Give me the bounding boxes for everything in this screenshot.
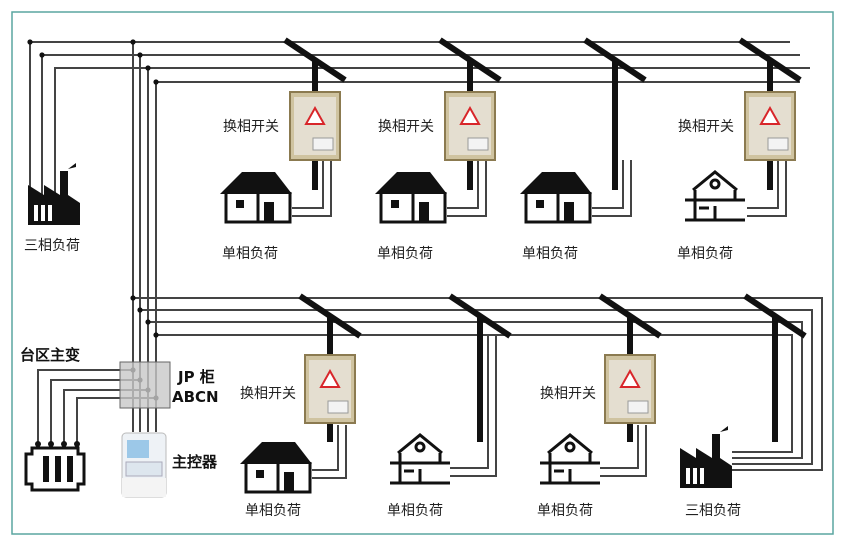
junction-dot bbox=[130, 295, 136, 301]
phase-switch-label: 换相开关 bbox=[223, 118, 279, 135]
single-phase-load-label: 单相负荷 bbox=[677, 246, 733, 262]
wire bbox=[50, 379, 140, 442]
jp-cabinet bbox=[119, 361, 171, 409]
wire bbox=[133, 297, 823, 471]
wire bbox=[600, 425, 647, 477]
junction-dot bbox=[137, 52, 143, 58]
three-phase-load-label: 三相负荷 bbox=[24, 238, 80, 254]
single-phase-load-label: 单相负荷 bbox=[245, 503, 301, 519]
main-controller-label: 主控器 bbox=[172, 453, 218, 471]
bus-wires bbox=[27, 39, 823, 479]
two-story-house-icon bbox=[685, 170, 745, 222]
wire bbox=[312, 425, 347, 479]
two-story-house-icon bbox=[540, 433, 600, 485]
phase-switch-box bbox=[744, 91, 796, 161]
junction-dot bbox=[145, 319, 151, 325]
phase-switch-box bbox=[604, 354, 656, 424]
junction-dot bbox=[39, 52, 45, 58]
single-phase-load-label: 单相负荷 bbox=[522, 246, 578, 262]
warning-icon bbox=[619, 368, 641, 388]
warning-icon bbox=[759, 105, 781, 125]
junction-dot bbox=[145, 65, 151, 71]
junction-dot bbox=[27, 39, 33, 45]
frame bbox=[11, 11, 834, 535]
house-icon bbox=[520, 172, 592, 224]
wire bbox=[292, 160, 324, 209]
junction-dot bbox=[153, 332, 159, 338]
three-phase-load-label: 三相负荷 bbox=[685, 503, 741, 519]
single-phase-load-label: 单相负荷 bbox=[387, 503, 443, 519]
wire bbox=[447, 160, 479, 209]
wire bbox=[37, 369, 133, 442]
wire bbox=[592, 160, 632, 217]
two-story-house-icon bbox=[390, 433, 450, 485]
single-phase-load-label: 单相负荷 bbox=[537, 503, 593, 519]
phase-switch-box bbox=[444, 91, 496, 161]
utility-pole bbox=[448, 293, 512, 442]
wire bbox=[447, 160, 487, 217]
wire bbox=[600, 425, 639, 469]
single-phase-load-label: 单相负荷 bbox=[377, 246, 433, 262]
wire bbox=[450, 335, 489, 469]
wire bbox=[592, 160, 624, 209]
transformer-icon bbox=[24, 441, 86, 492]
factory-icon bbox=[28, 163, 80, 225]
warning-icon bbox=[304, 105, 326, 125]
main-controller-meter bbox=[121, 432, 167, 498]
phase-switch-label: 换相开关 bbox=[240, 385, 296, 402]
house-icon bbox=[220, 172, 292, 224]
single-phase-load-label: 单相负荷 bbox=[222, 246, 278, 262]
wire bbox=[292, 160, 332, 217]
objects: JP 柜ABCN台区主变主控器换相开关单相负荷换相开关单相负荷单相负荷换相开关单… bbox=[20, 37, 807, 519]
wire bbox=[450, 335, 497, 477]
factory-icon bbox=[680, 426, 732, 488]
jp-cabinet-label: JP 柜 bbox=[177, 368, 215, 386]
transformer-label: 台区主变 bbox=[20, 346, 80, 364]
wire bbox=[148, 321, 803, 459]
wire bbox=[747, 160, 779, 209]
house-icon bbox=[375, 172, 447, 224]
phase-switch-box bbox=[289, 91, 341, 161]
junction-dot bbox=[130, 39, 136, 45]
wire bbox=[156, 334, 793, 453]
junction-dot bbox=[153, 79, 159, 85]
phase-switch-box bbox=[304, 354, 356, 424]
wire bbox=[312, 425, 339, 471]
warning-icon bbox=[459, 105, 481, 125]
phase-switch-label: 换相开关 bbox=[678, 118, 734, 135]
jp-cabinet-phases: ABCN bbox=[172, 388, 219, 406]
wire bbox=[54, 67, 810, 195]
warning-icon bbox=[319, 368, 341, 388]
junction-dot bbox=[137, 307, 143, 313]
utility-pole bbox=[743, 293, 807, 442]
phase-switch-label: 换相开关 bbox=[378, 118, 434, 135]
phase-switch-label: 换相开关 bbox=[540, 385, 596, 402]
wire bbox=[747, 160, 787, 217]
utility-pole bbox=[583, 37, 647, 190]
house-icon bbox=[240, 442, 312, 494]
